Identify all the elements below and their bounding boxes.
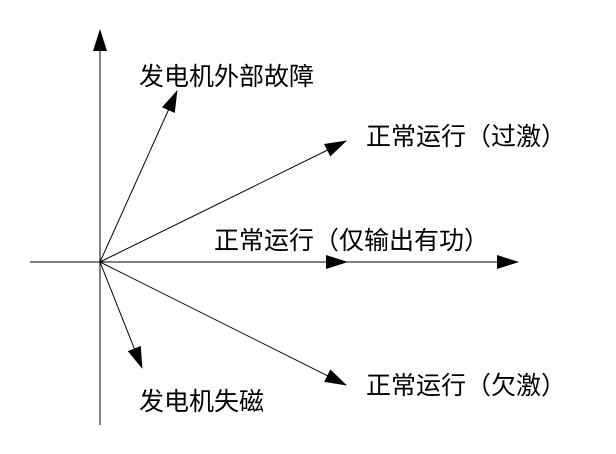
- vector-loss-of-field: [99, 261, 143, 369]
- label-active-power-only: 正常运行（仅输出有功）: [214, 226, 490, 255]
- label-loss-of-field: 发电机失磁: [139, 387, 265, 416]
- vector-over-excited: [99, 140, 347, 263]
- label-over-excited: 正常运行（过激）: [366, 122, 567, 151]
- label-under-excited: 正常运行（欠激）: [366, 371, 567, 400]
- vector-external-fault: [99, 90, 178, 263]
- label-external-fault: 发电机外部故障: [139, 62, 315, 91]
- vector-under-excited: [99, 261, 347, 386]
- vector-active-power-mid-arrow: [326, 255, 348, 269]
